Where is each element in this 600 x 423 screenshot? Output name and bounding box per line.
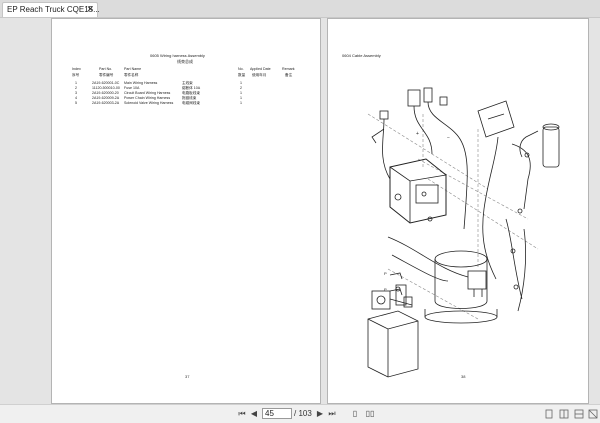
attachment-icon[interactable] [544,409,554,419]
header-part-name-cn: 零件名称 [124,73,139,77]
thumbnails-icon[interactable] [574,409,584,419]
row-index: 1 [75,81,77,85]
header-part-name: Part Name [124,67,142,71]
tab-bar: EP Reach Truck CQE15... ✕ [0,0,600,18]
header-index: Index [72,67,81,71]
row-part-no: 2A19-620000-20 [92,91,119,95]
row-part-name: Main Wiring Harness [124,81,158,85]
row-part-name: Solenoid Valve Wiring Harness [124,101,174,105]
plus-label: + [416,131,419,137]
row-index: 2 [75,86,77,90]
header-applied-date: Applied Date [250,67,271,71]
single-page-view-icon[interactable]: ▯ [352,409,358,418]
bookmark-icon[interactable] [559,409,569,419]
row-part-name-cn: 熔断体 10A [182,86,201,90]
row-part-no: 11120-500010-00 [92,86,120,90]
header-part-no: Part No. [99,67,113,71]
document-tab[interactable]: EP Reach Truck CQE15... ✕ [2,2,100,17]
table-row: 2 11120-500010-00 Fuse 10A 熔断体 10A 2 [72,86,312,91]
header-applied-date-cn: 使用年月 [252,73,267,77]
row-qty: 1 [240,101,242,105]
row-part-no: 2A19-620001-0C [92,81,120,85]
row-part-name: Power Chain Wiring Harness [124,96,171,100]
page-title: 0605 Wiring harness Assembly [150,53,205,58]
cable-assembly-diagram [367,87,560,378]
document-viewer[interactable]: 0605 Wiring harness Assembly 线束总成 Index … [0,18,600,404]
row-index: 4 [75,96,77,100]
last-page-icon[interactable]: ⏭ [328,409,336,418]
header-no: No. [238,67,244,71]
row-qty: 2 [240,86,242,90]
total-pages: / 103 [294,409,312,418]
page-number: 38 [461,374,466,379]
header-index-cn: 序号 [72,73,80,77]
row-index: 3 [75,91,77,95]
right-page: 0604 Cable Assembly [327,18,589,404]
navigation-toolbar: ⏮ ◀ / 103 ▶ ⏭ ▯ ▯▯ [0,404,600,423]
row-part-name-cn: 主线束 [182,81,193,85]
row-index: 5 [75,101,77,105]
table-row: 5 2A19-620003-2A Solenoid Valve Wiring H… [72,101,312,106]
row-qty: 1 [240,81,242,85]
row-part-no: 2A19-620009-2A [92,96,120,100]
search-icon[interactable] [588,409,598,419]
row-part-name-cn: 拖链线束 [182,96,197,100]
row-part-name: Circuit Board Wiring Harness [124,91,171,95]
close-icon[interactable]: ✕ [86,4,94,14]
table-row: 4 2A19-620009-2A Power Chain Wiring Harn… [72,96,312,101]
tab-title: EP Reach Truck CQE15... [7,5,100,14]
first-page-icon[interactable]: ⏮ [238,409,246,418]
page-title: 0604 Cable Assembly [342,53,381,58]
header-part-no-cn: 零件编号 [99,73,114,77]
table-row: 3 2A19-620000-20 Circuit Board Wiring Ha… [72,91,312,96]
row-part-no: 2A19-620003-2A [92,101,120,105]
header-remark: Remark [282,67,295,71]
p-label: P [384,271,387,276]
row-part-name-cn: 电路板线束 [182,91,200,95]
next-page-icon[interactable]: ▶ [316,409,324,418]
row-qty: 1 [240,91,242,95]
row-qty: 1 [240,96,242,100]
page-number: 37 [185,374,190,379]
minus-label: − [447,135,450,141]
two-page-view-icon[interactable]: ▯▯ [365,409,375,418]
row-part-name: Fuse 10A [124,86,140,90]
row-part-name-cn: 电磁阀线束 [182,101,200,105]
table-row: 1 2A19-620001-0C Main Wiring Harness 主线束… [72,81,312,86]
page-title-cn: 线束总成 [177,59,193,64]
previous-page-icon[interactable]: ◀ [250,409,258,418]
header-no-cn: 数量 [238,73,246,77]
left-page: 0605 Wiring harness Assembly 线束总成 Index … [51,18,321,404]
p-label: P [384,287,387,292]
page-number-input[interactable] [262,408,292,419]
header-remark-cn: 备注 [285,73,293,77]
